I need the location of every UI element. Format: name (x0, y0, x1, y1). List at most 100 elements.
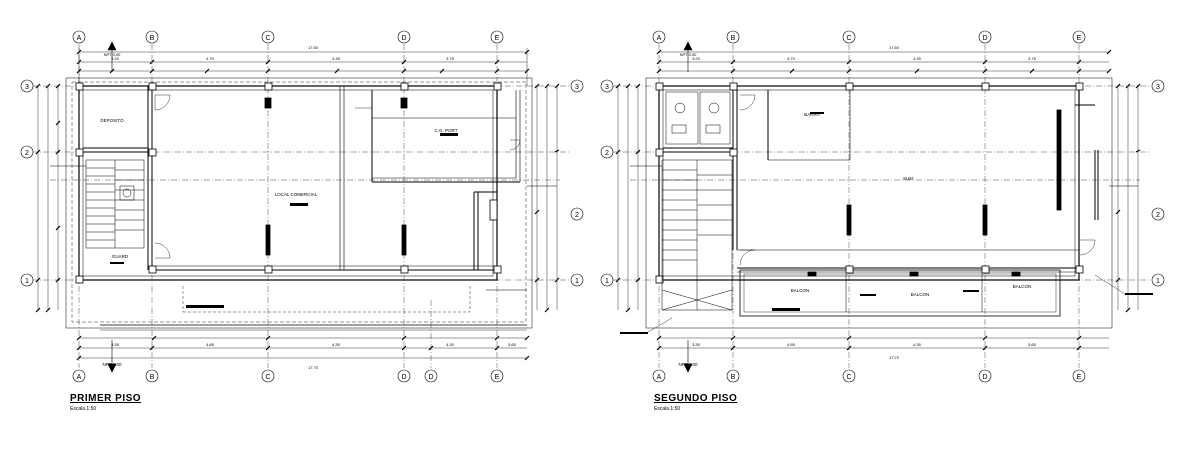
columns (655, 82, 1084, 284)
grid-label-x-bottom: E (1077, 374, 1082, 381)
dimension-overall-top: 17.60 (889, 45, 900, 50)
dimension-text-top: 3.75 (1028, 56, 1037, 61)
dimension-text-top: 3.75 (446, 56, 455, 61)
bathrooms (665, 91, 731, 145)
dimension-text-bottom: 3.35 (692, 342, 701, 347)
grid-lines-vertical (78, 44, 498, 368)
level-mark-top: NPT 0.00 (104, 52, 122, 57)
plan-scale-segundo-piso: Escala 1:50 (654, 406, 681, 412)
dimension-text-bottom: 3.35 (111, 342, 120, 347)
room-label: LOCAL COMERCIAL (275, 192, 318, 197)
grid-label-x-bottom: A (77, 374, 82, 381)
grid-label-x-bottom: D (428, 374, 433, 381)
grid-label-y-left: 3 (25, 84, 29, 91)
grid-label-y-right: 1 (575, 278, 579, 285)
dimension-text-top: 4.70 (787, 56, 796, 61)
section-markers (50, 41, 557, 373)
grid-label-x-bottom: C (265, 374, 270, 381)
grid-label-y-left: 1 (25, 278, 29, 285)
dimension-text-bottom: 4.35 (913, 342, 922, 347)
staircase (661, 159, 733, 311)
grid-label-x-bottom: C (846, 374, 851, 381)
grid-bubbles (20, 30, 584, 383)
dimension-chains-right (534, 83, 560, 313)
grid-label-x-bottom: B (731, 374, 736, 381)
dimension-text-bottom: 4.85 (787, 342, 796, 347)
exterior-walls (645, 77, 1113, 329)
plan-title-segundo-piso: SEGUNDO PISO (654, 393, 738, 404)
level-mark-bottom: NPT 0.00 (103, 362, 122, 367)
dimension-chains-bottom (76, 335, 530, 361)
grid-label-y-left: 1 (605, 278, 609, 285)
section-markers (630, 41, 1138, 373)
room-label: C.G. PORT (435, 128, 458, 133)
level-mark-bottom: NPT 3.00 (679, 362, 698, 367)
grid-label-y-right: 1 (1156, 278, 1160, 285)
dimension-text-bottom: 3.65 (508, 342, 517, 347)
grid-label-x-top: C (846, 35, 851, 42)
dimension-text-bottom: 4.35 (332, 342, 341, 347)
dimension-text-top: 4.35 (913, 56, 922, 61)
grid-label-x-bottom: D (982, 374, 987, 381)
grid-label-x-top: D (982, 35, 987, 42)
annotation-marks (100, 133, 527, 331)
columns (75, 82, 502, 284)
dimension-chains-left (615, 83, 641, 313)
room-label: DEPOSITO (100, 118, 124, 123)
dimension-text-bottom: 3.65 (1028, 342, 1037, 347)
grid-lines-horizontal (32, 85, 570, 281)
doors (739, 94, 1096, 266)
grid-label-y-left: 2 (605, 150, 609, 157)
dimension-chains-left (35, 83, 61, 313)
grid-label-x-top: B (731, 35, 736, 42)
grid-label-x-bottom: E (495, 374, 500, 381)
level-mark-top: NPT 3.00 (680, 52, 698, 57)
annotation-marks (620, 112, 1153, 334)
grid-lines-vertical (658, 44, 1080, 368)
dimension-text-top: 4.35 (332, 56, 341, 61)
exterior-walls (65, 77, 533, 329)
room-label: BALCON (911, 292, 930, 297)
grid-label-x-bottom: D (401, 374, 406, 381)
grid-label-y-left: 3 (605, 84, 609, 91)
dimension-text-bottom: 4.30 (446, 342, 455, 347)
room-label: BALCON (791, 288, 810, 293)
grid-label-y-right: 2 (1156, 212, 1160, 219)
grid-label-x-top: D (401, 35, 406, 42)
interior-walls (663, 86, 1099, 273)
grid-label-y-right: 3 (575, 84, 579, 91)
dimension-text-top: 3.20 (111, 56, 120, 61)
grid-lines-horizontal (612, 85, 1150, 281)
grid-label-x-top: A (77, 35, 82, 42)
grid-label-x-top: E (495, 35, 500, 42)
grid-bubbles (600, 30, 1165, 383)
grid-label-y-right: 2 (575, 212, 579, 219)
grid-label-x-bottom: B (150, 374, 155, 381)
plan-segundo-piso (600, 30, 1165, 383)
doors (154, 94, 521, 259)
dimension-text-top: 3.20 (692, 56, 701, 61)
plan-scale-primer-piso: Escala 1:50 (70, 406, 97, 412)
room-label: BALCON (1013, 284, 1032, 289)
plan-primer-piso (20, 30, 584, 383)
grid-label-y-left: 2 (25, 150, 29, 157)
grid-label-x-top: B (150, 35, 155, 42)
dimension-chains-top (76, 48, 530, 86)
grid-label-x-top: C (265, 35, 270, 42)
dimension-text-bottom: 4.85 (206, 342, 215, 347)
dimension-chains-top (656, 49, 1112, 74)
dimension-text-top: 4.70 (206, 56, 215, 61)
interior-walls (83, 86, 521, 271)
drawing-labels: A B C D E A B C D D E 3 2 1 3 2 1 DEPOSITO LOCAL COMERCIAL… (25, 35, 1160, 381)
room-label: SUM (903, 176, 913, 181)
grid-label-y-right: 3 (1156, 84, 1160, 91)
room-label: GUARD (112, 254, 129, 259)
dimension-overall-bottom: 17.70 (308, 365, 319, 370)
plan-title-primer-piso: PRIMER PISO (70, 393, 142, 404)
staircase (85, 159, 145, 249)
dimension-overall-bottom: 17.70 (889, 355, 900, 360)
grid-label-x-top: E (1077, 35, 1082, 42)
grid-label-x-top: A (657, 35, 662, 42)
balcony (739, 269, 1061, 317)
